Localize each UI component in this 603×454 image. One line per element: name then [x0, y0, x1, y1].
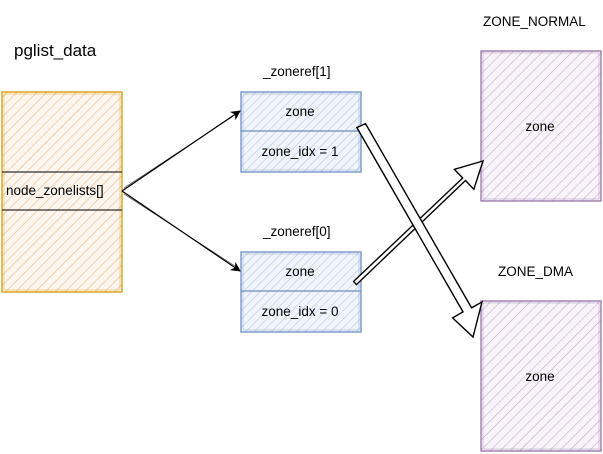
pglist-title: pglist_data	[14, 41, 97, 60]
zone-dma-text: zone	[525, 369, 554, 384]
zone-dma-box	[480, 300, 602, 452]
zoneref-1-idx-field: zone_idx = 1	[262, 144, 339, 159]
pointer-to-zoneref-1	[121, 110, 241, 192]
block-arrow-zoneref-1-to-zone-dma	[355, 122, 484, 339]
zoneref-0-label: _zoneref[0]	[262, 224, 331, 239]
zoneref-1-label: _zoneref[1]	[262, 64, 331, 79]
zoneref-0-box	[240, 251, 362, 333]
node-zonelists-field: node_zonelists[]	[6, 183, 104, 198]
zoneref-1-zone-field: zone	[285, 104, 314, 119]
pglist-box	[1, 91, 123, 293]
zone-normal-label: ZONE_NORMAL	[483, 14, 586, 29]
zoneref-0-idx-field: zone_idx = 0	[262, 304, 339, 319]
pointer-to-zoneref-0	[121, 190, 241, 272]
zone-normal-box	[480, 50, 602, 202]
zone-dma-label: ZONE_DMA	[498, 264, 573, 279]
zoneref-0-zone-field: zone	[285, 264, 314, 279]
zone-normal-text: zone	[525, 119, 554, 134]
